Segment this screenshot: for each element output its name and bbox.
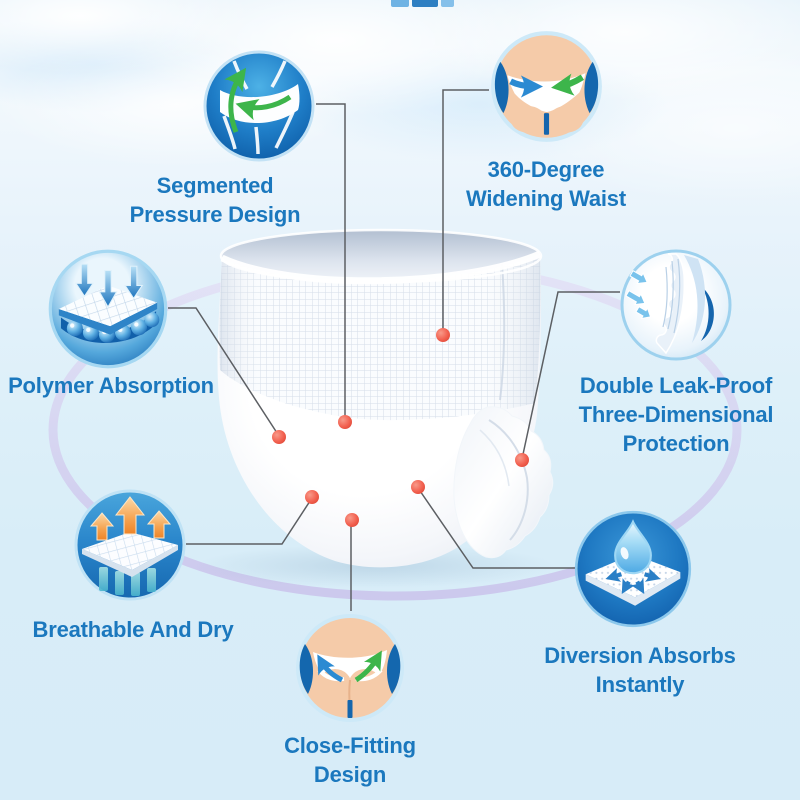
callout-dot <box>338 415 352 429</box>
callout-dots <box>272 328 529 527</box>
close-fit-rear-arrows-icon <box>296 614 404 722</box>
callout-line-diversion <box>417 487 575 569</box>
label-360-degree-widening-waist: 360-Degree Widening Waist <box>427 155 665 213</box>
callout-dot <box>272 430 286 444</box>
diaper-product <box>217 228 554 568</box>
waistband-mesh <box>219 254 541 421</box>
underwear-segmented-arrows-icon <box>203 50 315 162</box>
waist-front-rim <box>220 250 542 285</box>
callout-dot <box>436 328 450 342</box>
logo-fragment-right <box>441 0 454 7</box>
water-drop-pad-icon <box>574 510 692 628</box>
callout-line-leakproof <box>521 291 620 460</box>
label-line: 360-Degree <box>487 157 605 182</box>
label-line: Instantly <box>595 672 685 697</box>
label-line: Pressure Design <box>129 202 301 227</box>
logo-fragment-left <box>391 0 409 7</box>
label-line: Design <box>313 762 387 787</box>
label-double-leak-proof: Double Leak-Proof Three-Dimensional Prot… <box>557 371 795 458</box>
callout-line-breathable <box>186 497 313 545</box>
callout-line-360 <box>442 89 489 334</box>
label-line: Three-Dimensional <box>578 402 774 427</box>
callout-lines <box>168 89 620 611</box>
callout-line-polymer <box>168 307 280 437</box>
callout-dot <box>345 513 359 527</box>
label-line: Protection <box>622 431 730 456</box>
label-line: Widening Waist <box>466 186 626 211</box>
label-breathable-and-dry: Breathable And Dry <box>16 615 250 644</box>
label-line: Double Leak-Proof <box>579 373 773 398</box>
waistband-crease <box>499 263 506 401</box>
waist-widening-arrows-icon <box>491 31 602 142</box>
label-segmented-pressure-design: Segmented Pressure Design <box>98 171 332 229</box>
polymer-absorb-layer-icon <box>48 249 168 369</box>
label-diversion-absorbs-instantly: Diversion Absorbs Instantly <box>523 641 757 699</box>
label-line: Breathable And Dry <box>32 617 234 642</box>
label-line: Segmented <box>156 173 274 198</box>
label-line: Polymer Absorption <box>8 373 214 398</box>
logo-fragment-mid <box>412 0 438 7</box>
callout-dot <box>305 490 319 504</box>
leg-ruffle <box>453 406 554 559</box>
label-polymer-absorption: Polymer Absorption <box>2 371 220 400</box>
label-line: Diversion Absorbs <box>544 643 736 668</box>
breathable-mesh-arrows-icon <box>74 489 186 601</box>
leak-guard-ruffle-icon <box>620 249 732 361</box>
label-line: Close-Fitting <box>284 733 416 758</box>
label-close-fitting-design: Close-Fitting Design <box>257 731 443 789</box>
waist-opening-interior <box>221 230 541 282</box>
callout-dot <box>411 480 425 494</box>
callout-dot <box>515 453 529 467</box>
callout-line-segmented <box>316 103 346 421</box>
